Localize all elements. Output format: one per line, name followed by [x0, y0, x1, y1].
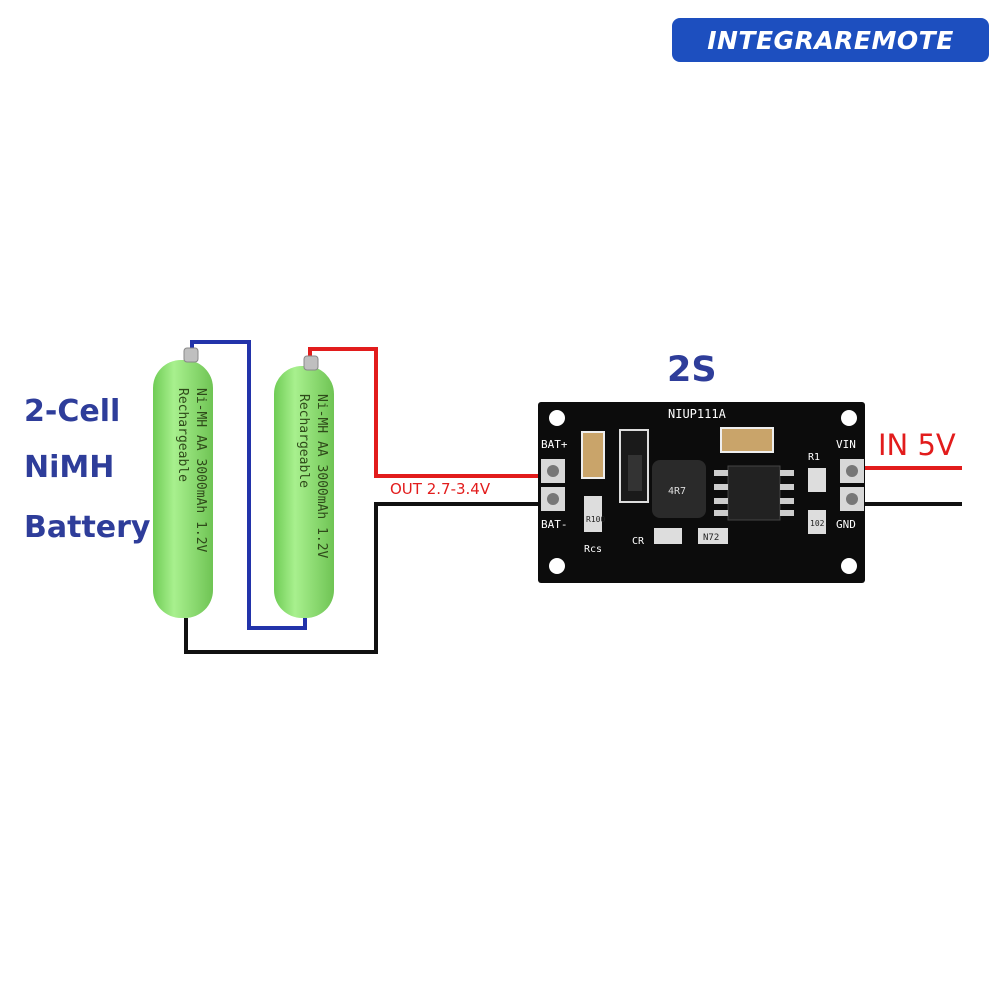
mounting-hole	[549, 410, 565, 426]
positive-wire	[308, 347, 552, 478]
charger-module-pcb: NIUP111A BAT+ BAT- VIN GND R1 CR Rcs R10…	[538, 402, 865, 583]
battery-2-text-line2: Rechargeable	[296, 394, 311, 488]
battery-cell-2: Ni-MH AA 3000mAh 1.2V Rechargeable	[274, 355, 334, 618]
brand-logo-text: INTEGRAREMOTE	[707, 25, 954, 55]
label-r1: R1	[808, 452, 820, 463]
inductor	[652, 460, 706, 518]
capacitor-2	[720, 427, 774, 453]
pin-label-bat-plus: BAT+	[541, 438, 568, 451]
resistor-102	[808, 510, 826, 534]
label-cr: CR	[632, 536, 645, 547]
resistor-rcs	[584, 496, 602, 532]
battery-label-line3: Battery	[24, 510, 151, 545]
label-102: 102	[810, 519, 825, 528]
label-n72: N72	[703, 533, 719, 543]
label-4r7: 4R7	[668, 486, 686, 497]
mounting-hole	[549, 558, 565, 574]
battery-label-line2: NiMH	[24, 450, 115, 485]
module-model-label: NIUP111A	[668, 407, 727, 421]
battery-1-text-line2: Rechargeable	[175, 388, 190, 482]
battery-1-text-line1: Ni-MH AA 3000mAh 1.2V	[193, 388, 208, 553]
mounting-hole	[841, 410, 857, 426]
label-r100: R100	[586, 515, 605, 524]
pin-label-bat-minus: BAT-	[541, 518, 568, 531]
negative-wire	[184, 502, 552, 654]
capacitor	[581, 431, 605, 479]
brand-logo: INTEGRAREMOTE	[672, 18, 989, 62]
battery-cell-1: Ni-MH AA 3000mAh 1.2V Rechargeable	[153, 347, 213, 618]
resistor-r1	[808, 468, 826, 492]
battery-2-text-line1: Ni-MH AA 3000mAh 1.2V	[314, 394, 329, 559]
ic-chip	[727, 465, 781, 521]
battery-label-line1: 2-Cell	[24, 394, 121, 429]
input-voltage-label: IN 5V	[878, 428, 956, 462]
led-cr	[654, 528, 682, 544]
pin-label-vin: VIN	[836, 438, 856, 451]
module-title: 2S	[667, 350, 717, 390]
series-link-wire	[190, 340, 307, 630]
mounting-hole	[841, 558, 857, 574]
pin-label-gnd: GND	[836, 518, 856, 531]
resistor-n72	[698, 528, 728, 544]
label-rcs: Rcs	[584, 544, 602, 555]
output-voltage-label: OUT 2.7-3.4V	[390, 480, 491, 498]
